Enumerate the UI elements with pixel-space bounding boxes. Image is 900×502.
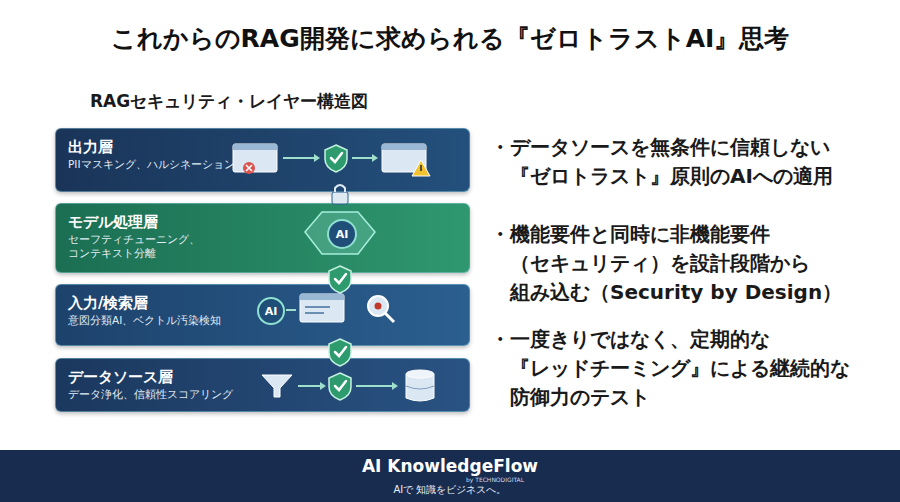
layer-heading: データソース層 <box>68 368 457 387</box>
icon-label: AI <box>265 305 278 318</box>
model-layer: モデル処理層セーフティチューニング、 コンテキスト分離 AI <box>55 203 470 273</box>
bug-icon <box>375 303 382 310</box>
database-top <box>406 370 434 378</box>
icon-label: AI <box>336 228 349 241</box>
check-shield <box>329 339 351 366</box>
layer-body: 意図分類AI、ベクトル汚染検知 <box>68 313 258 327</box>
section-heading: RAGセキュリティ・レイヤー構造図 <box>90 90 368 113</box>
bullet-point: ・データソースを無条件に信頼しない 『ゼロトラスト』原則のAIへの適用 <box>490 133 880 191</box>
check-shield <box>329 373 351 400</box>
window-lines <box>305 307 330 313</box>
ai-icon: AI <box>257 297 285 325</box>
window-bar <box>382 144 426 150</box>
layer-heading: モデル処理層 <box>68 213 457 232</box>
check-shield <box>325 145 347 172</box>
slide-title: これからのRAG開発に求められる『ゼロトラストAI』思考 <box>0 22 900 55</box>
flow-arrow <box>286 309 296 311</box>
brand-name: AI KnowledgeFlow <box>362 456 538 476</box>
window-bar <box>233 144 277 150</box>
footer-band: AI KnowledgeFlowby TECHNODIGITALAIで 知識をビ… <box>0 450 900 502</box>
window-bar <box>300 294 344 300</box>
bullet-point: ・機能要件と同時に非機能要件 （セキュリティ）を設計段階から 組み込む（Secu… <box>490 220 880 307</box>
layer-body: セーフティチューニング、 コンテキスト分離 <box>68 232 258 260</box>
error-badge <box>243 162 255 174</box>
window-icon <box>300 294 344 322</box>
bullet-point: ・一度きりではなく、定期的な 『レッドチーミング』による継続的な 防御力のテスト <box>490 325 880 412</box>
brand-byline: by TECHNODIGITAL <box>466 476 524 483</box>
window-icon <box>233 144 277 172</box>
check-shield <box>329 266 351 293</box>
layer-body: PIIマスキング、ハルシネーション検知 <box>68 157 258 171</box>
flow-arrow <box>356 385 396 387</box>
flow-arrow <box>283 157 318 159</box>
error-cross <box>246 165 252 171</box>
lock-body <box>332 192 348 204</box>
brand-tagline: AIで 知識をビジネスへ。 <box>394 483 507 497</box>
layer-body: データ浄化、信頼性スコアリング <box>68 387 258 401</box>
database-ring <box>406 386 434 389</box>
warning-mark <box>420 165 422 171</box>
input-layer: 入力/検索層意図分類AI、ベクトル汚染検知AI <box>55 284 470 346</box>
ai-icon: AI <box>327 219 357 249</box>
